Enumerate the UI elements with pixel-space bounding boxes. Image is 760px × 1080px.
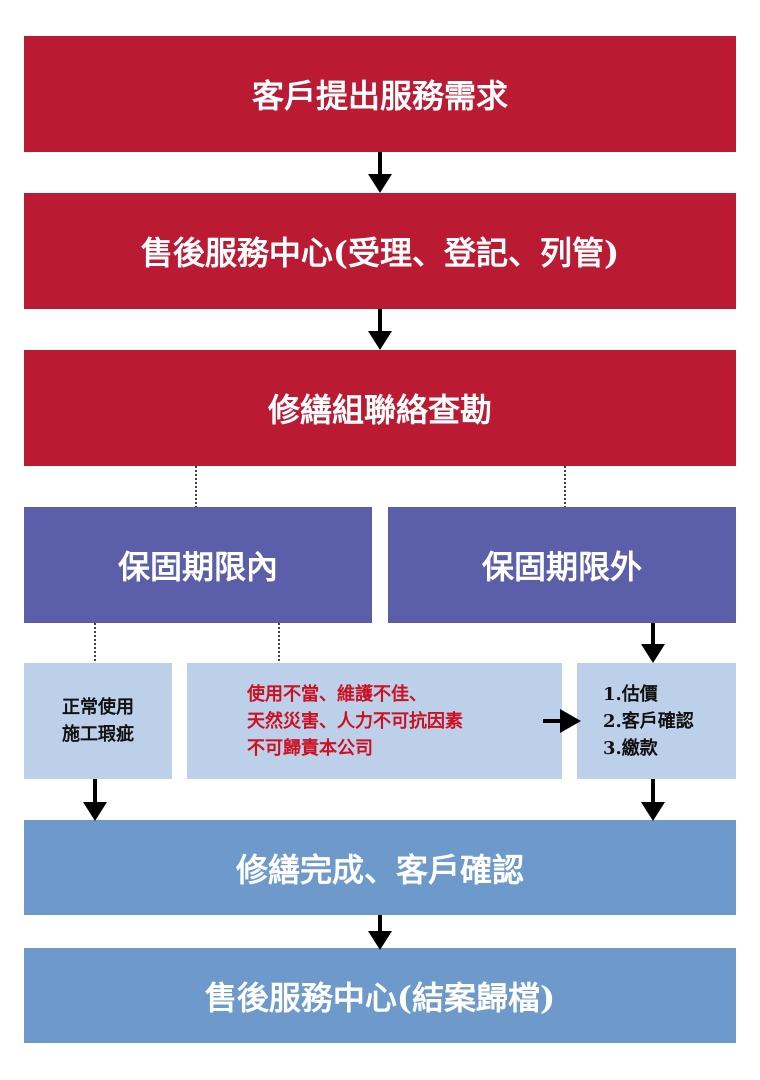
step-repair-complete: 修繕完成、客戶確認 bbox=[24, 820, 736, 915]
branch-outside-warranty: 保固期限外 bbox=[388, 507, 736, 623]
case-not-attributable-line1: 使用不當、維護不佳、 bbox=[247, 683, 427, 705]
step-close-and-archive-label: 售後服務中心(結案歸檔) bbox=[204, 978, 556, 1017]
arrow-step2-to-step3 bbox=[368, 309, 392, 350]
case-normal-use: 正常使用 施工瑕疵 bbox=[24, 663, 172, 779]
arrow-normal-use-to-complete bbox=[83, 779, 107, 821]
branch-within-warranty: 保固期限內 bbox=[24, 507, 372, 623]
step-service-center-intake: 售後服務中心(受理、登記、列管) bbox=[24, 193, 736, 309]
case-not-attributable-line2: 天然災害、人力不可抗因素 bbox=[247, 710, 463, 732]
paid-step-customer-confirm: 2.客戶確認 bbox=[603, 710, 694, 732]
step-repair-inspection-label: 修繕組聯絡查勘 bbox=[267, 391, 492, 429]
case-not-attributable: 使用不當、維護不佳、 天然災害、人力不可抗因素 不可歸責本公司 bbox=[187, 663, 562, 779]
branch-outside-warranty-label: 保固期限外 bbox=[481, 548, 642, 586]
arrow-complete-to-close bbox=[368, 915, 392, 950]
arrow-outside-warranty-to-paid-steps bbox=[641, 623, 665, 663]
arrow-step1-to-step2 bbox=[368, 152, 392, 193]
case-normal-use-line1: 正常使用 bbox=[62, 697, 134, 718]
case-normal-use-line2: 施工瑕疵 bbox=[62, 724, 134, 745]
step-close-and-archive: 售後服務中心(結案歸檔) bbox=[24, 948, 736, 1043]
paid-step-estimate: 1.估價 bbox=[603, 683, 658, 705]
case-paid-repair-steps: 1.估價 2.客戶確認 3.繳款 bbox=[577, 663, 736, 779]
step-repair-complete-label: 修繕完成、客戶確認 bbox=[235, 850, 524, 889]
step-customer-request-label: 客戶提出服務需求 bbox=[251, 77, 508, 115]
arrow-paid-steps-to-complete bbox=[641, 779, 665, 821]
step-customer-request: 客戶提出服務需求 bbox=[24, 36, 736, 152]
step-service-center-intake-label: 售後服務中心(受理、登記、列管) bbox=[140, 234, 620, 272]
step-repair-inspection: 修繕組聯絡查勘 bbox=[24, 350, 736, 466]
paid-step-payment: 3.繳款 bbox=[603, 737, 658, 759]
branch-within-warranty-label: 保固期限內 bbox=[117, 548, 278, 586]
case-not-attributable-line3: 不可歸責本公司 bbox=[247, 737, 373, 759]
